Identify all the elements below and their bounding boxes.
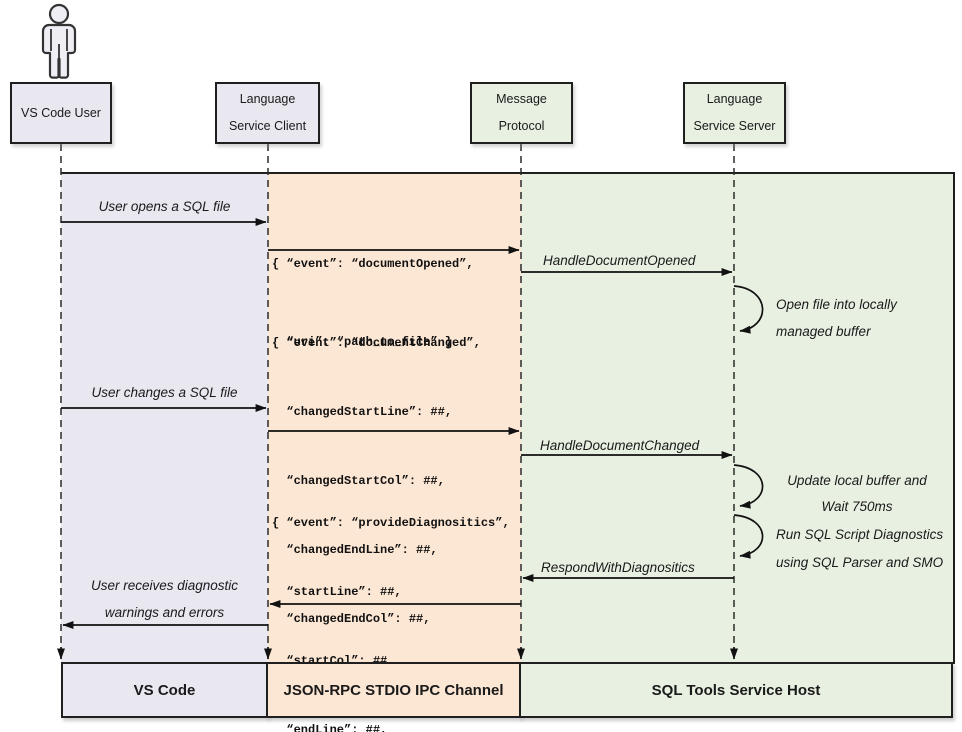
participant-label-line2: Service Client [228, 119, 307, 133]
band-vscode [61, 174, 268, 664]
message-label-handle-document-changed: HandleDocumentChanged [540, 438, 700, 453]
lifeline-bands [61, 172, 955, 664]
annotation-line1: Open file into locally [776, 297, 897, 312]
label-line2: warnings and errors [104, 605, 225, 620]
annotation-line2: Wait 750ms [821, 499, 893, 514]
json-line: “changedStartLine”: ##, [272, 405, 453, 419]
json-line: “endLine”: ##, [272, 723, 388, 732]
user-actor-icon [41, 3, 77, 79]
participant-label-line1: Language [239, 92, 296, 106]
lane-row: VS Code JSON-RPC STDIO IPC Channel SQL T… [61, 662, 953, 718]
lane-label: VS Code [133, 681, 196, 699]
annotation-open-buffer: Open file into locally managed buffer [776, 291, 897, 345]
annotation-line2: using SQL Parser and SMO [776, 555, 944, 570]
json-line: “changedEndLine”: ##, [272, 543, 438, 557]
message-label-respond-with-diagnostics: RespondWithDiagnositics [541, 560, 695, 575]
annotation-update-buffer: Update local buffer and Wait 750ms [776, 468, 938, 520]
lane-vscode: VS Code [61, 662, 268, 718]
json-line: { “event”: “documentChanged”, [272, 336, 481, 350]
label-line1: User receives diagnostic [90, 578, 239, 593]
annotation-line2: managed buffer [776, 324, 871, 339]
band-ipc-channel [268, 174, 521, 664]
json-line: { “event”: “documentOpened”, [272, 257, 474, 271]
annotation-line1: Update local buffer and [787, 473, 927, 488]
json-line: { “event”: “provideDiagnositics”, [272, 516, 510, 530]
message-label-user-opens-file: User opens a SQL file [98, 199, 231, 214]
participant-label-line2: Protocol [498, 119, 545, 133]
lane-sql-tools-service-host: SQL Tools Service Host [519, 662, 953, 718]
lane-label: JSON-RPC STDIO IPC Channel [283, 681, 504, 699]
message-label-handle-document-opened: HandleDocumentOpened [543, 253, 696, 268]
participant-vscode-user: VS Code User [10, 82, 112, 144]
annotation-run-diagnostics: Run SQL Script Diagnostics using SQL Par… [776, 521, 943, 577]
lane-label: SQL Tools Service Host [651, 681, 821, 699]
json-line: “changedStartCol”: ##, [272, 474, 445, 488]
participant-label-line1: Language [706, 92, 763, 106]
band-service-host [521, 174, 953, 664]
participant-label: VS Code User [21, 105, 101, 120]
participant-language-service-client: Language Service Client [215, 82, 320, 144]
participant-language-service-server: Language Service Server [683, 82, 786, 144]
lane-jsonrpc-ipc-channel: JSON-RPC STDIO IPC Channel [266, 662, 521, 718]
json-line: “uri”: “path_to_file” } [272, 335, 453, 349]
json-payload-document-opened: { “event”: “documentOpened”, “uri”: “pat… [272, 199, 474, 407]
participant-label-line2: Service Server [693, 119, 776, 133]
message-label-user-changes-file: User changes a SQL file [91, 385, 238, 400]
participant-message-protocol: Message Protocol [470, 82, 573, 144]
participant-label-line1: Message [496, 92, 547, 106]
annotation-line1: Run SQL Script Diagnostics [776, 527, 944, 542]
json-line: “startLine”: ##, [272, 585, 402, 599]
json-line: “changedEndCol”: ##, [272, 612, 431, 626]
message-label-user-receives-diagnostics: User receives diagnostic warnings and er… [61, 572, 268, 626]
